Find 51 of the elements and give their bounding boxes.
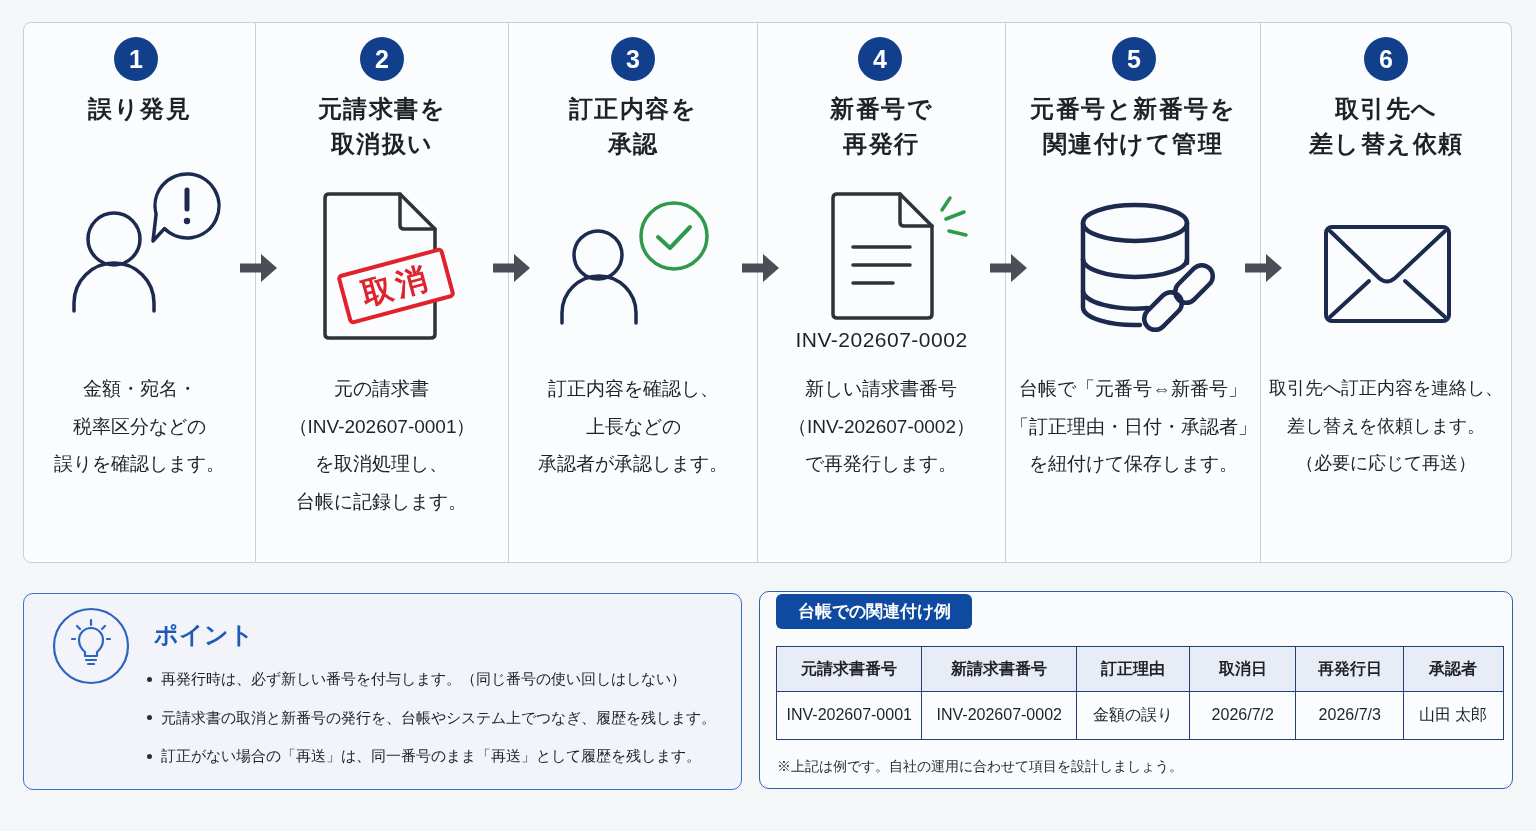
arrow xyxy=(1245,254,1282,282)
number-badge: 4 xyxy=(858,37,902,81)
step-title: 元請求書を取消扱い xyxy=(317,94,447,159)
step-title: 新番号で再発行 xyxy=(830,94,933,159)
invoice-number: INV-202607-0002 xyxy=(795,327,968,353)
table-cell: 山田 太郎 xyxy=(1403,691,1504,740)
step-panel xyxy=(758,22,1006,563)
step-panel xyxy=(256,22,509,563)
table-header-cell: 再発行日 xyxy=(1295,646,1405,693)
step-title: 取引先へ差し替え依頼 xyxy=(1308,94,1464,159)
step-description: 取引先へ訂正内容を連絡し、差し替えを依頼します。（必要に応じて再送） xyxy=(1269,377,1503,475)
number-badge: 2 xyxy=(360,37,404,81)
step-title: 元番号と新番号を関連付けて管理 xyxy=(1030,94,1236,159)
arrow xyxy=(493,254,530,282)
table-header-cell: 取消日 xyxy=(1189,646,1297,693)
step-description: 新しい請求書番号（INV-202607-0002）で再発行します。 xyxy=(788,377,975,476)
step-description: 訂正内容を確認し、上長などの承認者が承認します。 xyxy=(538,377,728,476)
table-header-cell: 承認者 xyxy=(1403,646,1504,693)
step-description: 台帳で「元番号⇔新番号」「訂正理由・日付・承認者」を紐付けて保存します。 xyxy=(1009,377,1257,476)
stamp: 取消 xyxy=(336,246,456,326)
step-description: 金額・宛名・税率区分などの誤りを確認します。 xyxy=(54,377,225,476)
table-header-cell: 元請求書番号 xyxy=(776,646,923,693)
step-panel xyxy=(23,22,256,563)
arrow xyxy=(990,254,1027,282)
panel-heading: ポイント xyxy=(154,620,254,650)
number-badge: 5 xyxy=(1112,37,1156,81)
bullet-text: 訂正がない場合の「再送」は、同一番号のまま「再送」として履歴を残します。 xyxy=(161,746,701,766)
number-badge: 6 xyxy=(1364,37,1408,81)
number-badge: 3 xyxy=(611,37,655,81)
tip-panel xyxy=(23,593,742,790)
table-cell: 2026/7/2 xyxy=(1189,691,1297,740)
step-panel xyxy=(509,22,758,563)
footnote: ※上記は例です。自社の運用に合わせて項目を設計しましょう。 xyxy=(777,757,1183,776)
table-header-cell: 訂正理由 xyxy=(1076,646,1191,693)
table-cell: 金額の誤り xyxy=(1076,691,1191,740)
table-cell: INV-202607-0001 xyxy=(776,691,923,740)
bullet-text: 元請求書の取消と新番号の発行を、台帳やシステム上でつなぎ、履歴を残します。 xyxy=(161,707,716,728)
bullet-text: 再発行時は、必ず新しい番号を付与します。（同じ番号の使い回しはしない） xyxy=(161,669,686,689)
step-description: 元の請求書（INV-202607-0001）を取消処理し、台帳に記録します。 xyxy=(288,377,476,514)
tab-heading: 台帳での関連付け例 xyxy=(776,594,972,629)
example-panel xyxy=(759,591,1513,789)
table-cell: 2026/7/3 xyxy=(1295,691,1405,740)
table-cell: INV-202607-0002 xyxy=(921,691,1078,740)
table-header-cell: 新請求書番号 xyxy=(921,646,1078,693)
arrow xyxy=(742,254,779,282)
step-panel xyxy=(1261,22,1512,563)
step-panel xyxy=(1006,22,1261,563)
arrow xyxy=(240,254,277,282)
number-badge: 1 xyxy=(114,37,158,81)
step-title: 誤り発見 xyxy=(88,94,191,124)
step-title: 訂正内容を承認 xyxy=(568,94,698,159)
